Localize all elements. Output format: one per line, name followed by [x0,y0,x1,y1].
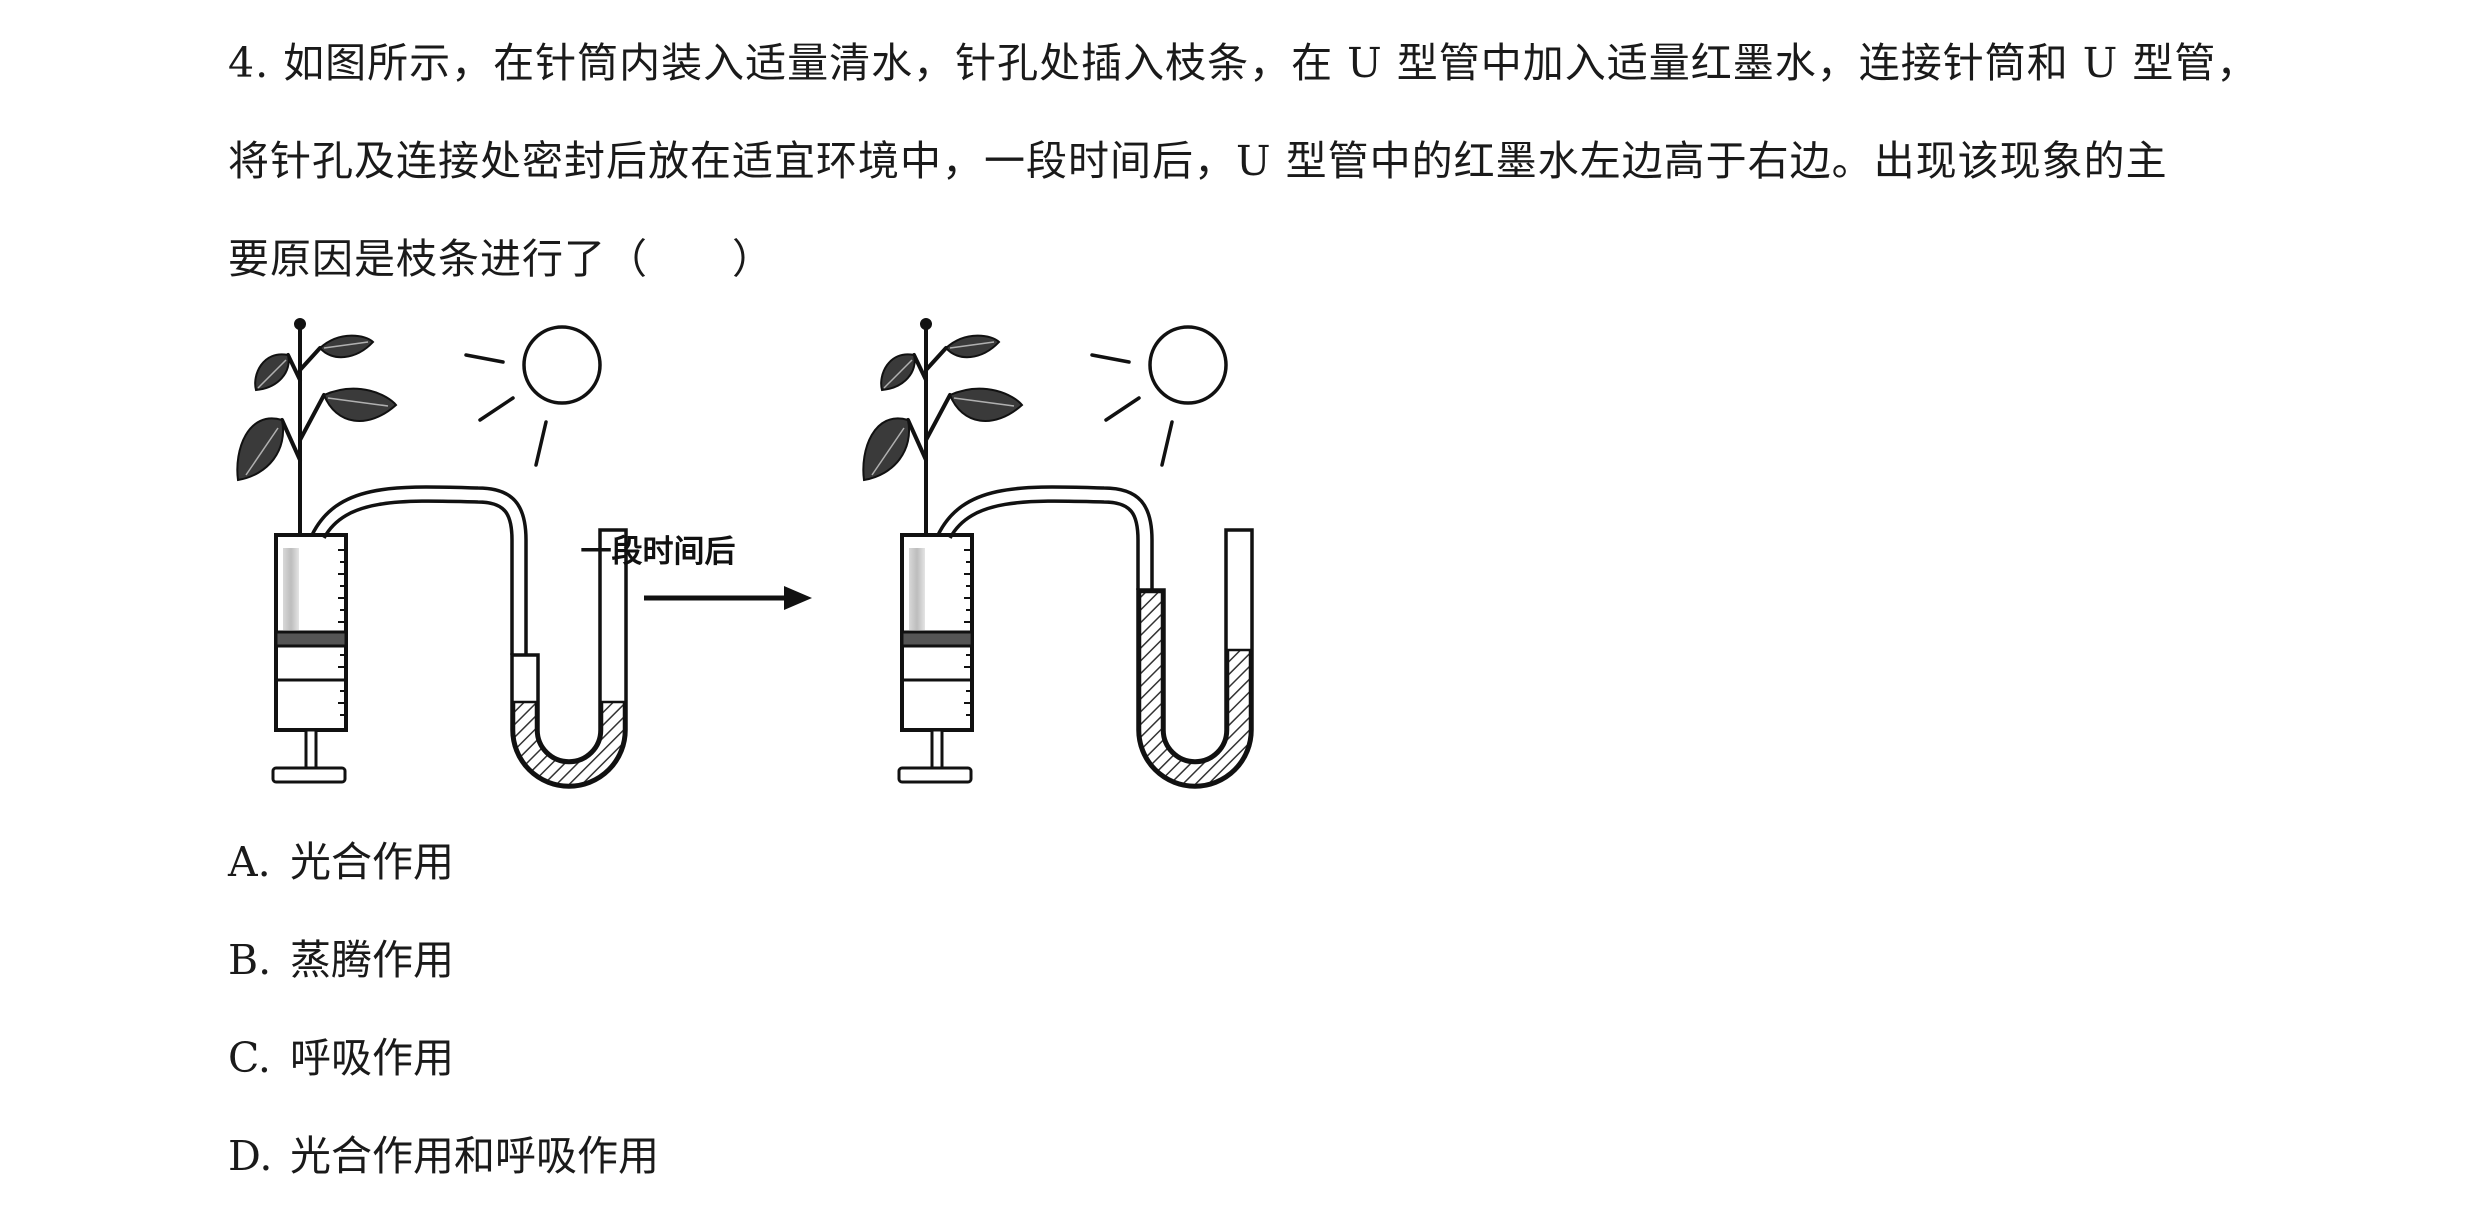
option-text: 蒸腾作用 [290,936,454,984]
plant-branch-icon [280,318,326,537]
u-tube-icon [510,528,628,789]
arrow-label: 一段时间后 [581,534,736,570]
apparatus-before [236,318,628,789]
option-text: 光合作用 [290,838,454,886]
question-text: 4. 如图所示，在针筒内装入适量清水，针孔处插入枝条，在 U 型管中加入适量红墨… [228,14,2288,308]
syringe-icon [271,533,348,784]
option-b[interactable]: B. 蒸腾作用 [228,911,659,1009]
option-text: 呼吸作用 [290,1034,454,1082]
question-line-3: 要原因是枝条进行了（ ） [228,235,774,283]
answer-options: A. 光合作用 B. 蒸腾作用 C. 呼吸作用 D. 光合作用和呼吸作用 [228,813,659,1205]
question-line-1: 4. 如图所示，在针筒内装入适量清水，针孔处插入枝条，在 U 型管中加入适量红墨… [228,39,2259,87]
option-d[interactable]: D. 光合作用和呼吸作用 [228,1107,659,1205]
question-line-2: 将针孔及连接处密封后放在适宜环境中，一段时间后，U 型管中的红墨水左边高于右边。… [228,137,2168,185]
syringe-icon [897,533,974,784]
option-c[interactable]: C. 呼吸作用 [228,1009,659,1107]
option-letter: A. [228,838,271,886]
apparatus-after [862,318,1254,789]
option-letter: C. [228,1034,271,1082]
connecting-tube [936,485,1154,590]
experiment-figure: 一段时间后 [228,310,1258,790]
leaf-icon [236,334,398,482]
plant-branch-icon [906,318,952,537]
option-letter: B. [228,936,272,984]
option-text: 光合作用和呼吸作用 [290,1132,659,1180]
option-letter: D. [228,1132,273,1180]
connecting-tube [310,485,528,655]
sun-icon [464,325,602,467]
option-a[interactable]: A. 光合作用 [228,813,659,911]
sun-icon [1090,325,1228,467]
time-arrow: 一段时间后 [581,534,812,610]
leaf-icon [862,334,1024,482]
u-tube-icon [1136,528,1254,789]
